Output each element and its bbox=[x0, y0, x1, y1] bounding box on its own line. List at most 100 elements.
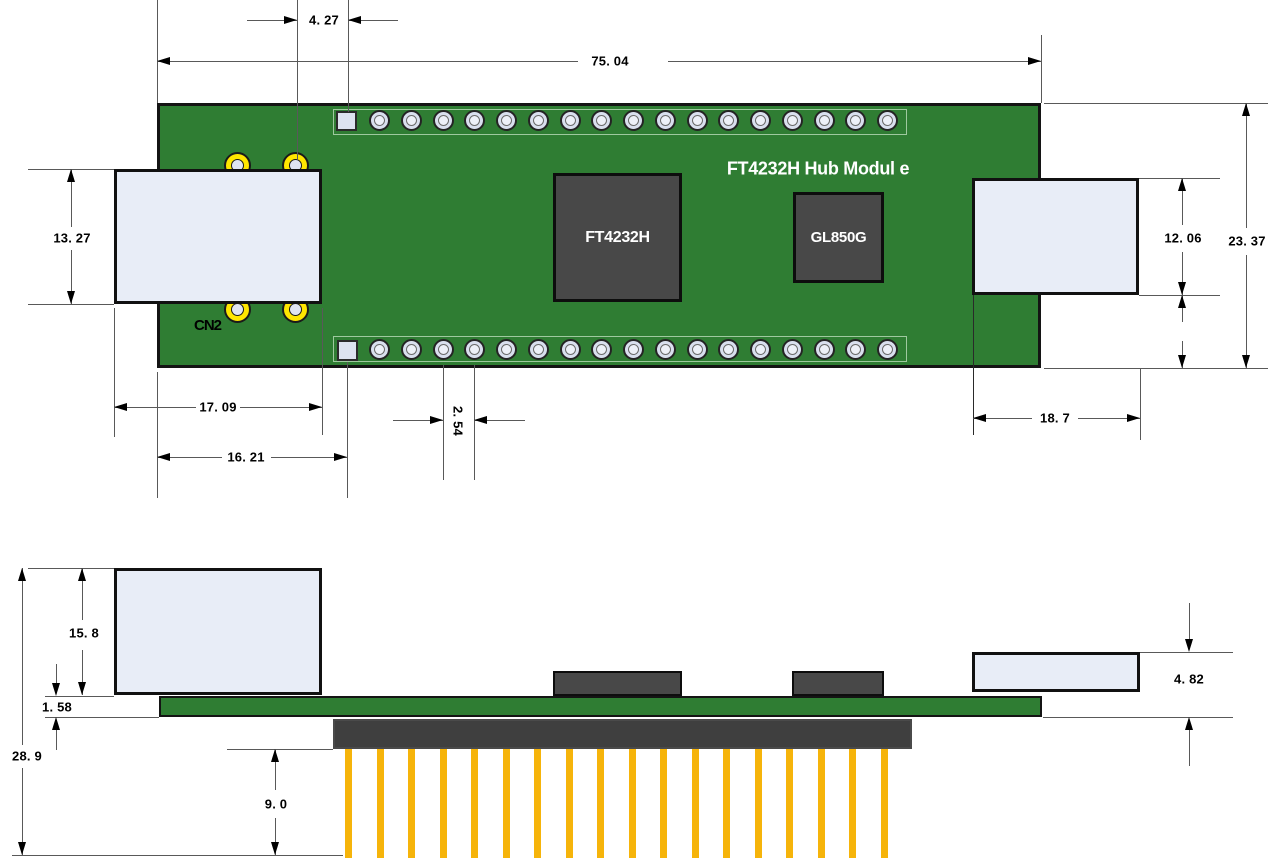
arrowhead bbox=[973, 414, 986, 422]
through-hole-pad bbox=[781, 110, 803, 131]
chip-ft4232h-label: FT4232H bbox=[585, 228, 650, 246]
dim-line bbox=[393, 420, 443, 421]
arrowhead bbox=[474, 416, 487, 424]
extension-line bbox=[348, 0, 349, 112]
pin1-square-pad-bottom bbox=[337, 340, 358, 361]
dim-line bbox=[114, 407, 196, 408]
arrowhead bbox=[18, 568, 26, 581]
through-hole-pad bbox=[559, 339, 581, 360]
dim-line bbox=[22, 568, 23, 745]
dim-pin1-offset: 4. 27 bbox=[309, 12, 339, 28]
through-hole-pad bbox=[750, 339, 771, 360]
through-hole-pad bbox=[527, 339, 549, 360]
extension-line bbox=[1140, 368, 1141, 440]
header-pin bbox=[597, 749, 604, 858]
arrowhead bbox=[18, 842, 26, 855]
pin-row-outline-bottom bbox=[333, 336, 907, 362]
arrowhead bbox=[52, 717, 60, 730]
extension-line bbox=[28, 568, 114, 569]
arrowhead bbox=[67, 291, 75, 304]
through-hole-pad bbox=[654, 110, 676, 131]
through-hole-pad bbox=[591, 339, 613, 360]
through-hole-pad bbox=[496, 110, 517, 131]
dim-left-connector-height: 13. 27 bbox=[53, 230, 91, 246]
dim-line bbox=[271, 457, 347, 458]
header-pin bbox=[502, 749, 510, 858]
dim-line bbox=[1078, 418, 1140, 419]
dim-line bbox=[275, 749, 276, 790]
dim-line bbox=[71, 169, 72, 227]
dim-line bbox=[56, 730, 57, 750]
through-hole-pad bbox=[718, 110, 740, 131]
through-hole-pad bbox=[623, 339, 644, 360]
arrowhead bbox=[348, 16, 361, 24]
dim-line bbox=[71, 250, 72, 304]
arrowhead bbox=[1185, 639, 1193, 652]
extension-line bbox=[1044, 368, 1268, 369]
arrowhead bbox=[1178, 282, 1186, 295]
extension-line bbox=[297, 0, 298, 160]
through-hole-pad bbox=[591, 110, 613, 131]
extension-line bbox=[28, 304, 114, 305]
header-pin bbox=[565, 749, 573, 858]
dim-board-height: 23. 37 bbox=[1228, 233, 1266, 249]
through-hole-pad bbox=[845, 339, 867, 360]
arrowhead bbox=[67, 169, 75, 182]
dim-line bbox=[1182, 295, 1183, 322]
dim-right-connector-side-height: 4. 82 bbox=[1174, 671, 1204, 687]
usb-connector-right-top-view bbox=[972, 178, 1139, 295]
dim-line bbox=[1182, 252, 1183, 295]
dim-edge-to-pin1: 16. 21 bbox=[227, 449, 265, 465]
header-pin bbox=[880, 749, 888, 858]
extension-line bbox=[322, 308, 323, 435]
arrowhead bbox=[1178, 178, 1186, 191]
through-hole-pad bbox=[369, 110, 390, 131]
dim-line bbox=[1182, 178, 1183, 225]
chip-ft4232h-side bbox=[553, 671, 682, 696]
arrowhead bbox=[334, 453, 347, 461]
through-hole-pad bbox=[845, 110, 867, 131]
through-hole-pad bbox=[400, 110, 422, 131]
arrowhead bbox=[1185, 717, 1193, 730]
dim-line bbox=[22, 768, 23, 855]
through-hole-pad bbox=[432, 110, 454, 131]
extension-line bbox=[227, 749, 333, 750]
extension-line bbox=[45, 696, 114, 697]
extension-line bbox=[157, 372, 158, 498]
through-hole-pad bbox=[877, 110, 898, 131]
through-hole-pad bbox=[527, 110, 549, 131]
header-pin bbox=[754, 749, 762, 858]
dim-left-connector-side-height: 15. 8 bbox=[69, 625, 99, 641]
pin-row-outline-top bbox=[333, 109, 907, 135]
arrowhead bbox=[157, 453, 170, 461]
arrowhead bbox=[1178, 295, 1186, 308]
extension-line bbox=[157, 0, 158, 103]
arrowhead bbox=[78, 682, 86, 695]
dim-overall-height: 28. 9 bbox=[12, 748, 42, 764]
extension-line bbox=[347, 362, 348, 498]
header-pin bbox=[376, 749, 384, 858]
usb-connector-left-top-view bbox=[114, 169, 322, 304]
through-hole-pad bbox=[654, 339, 676, 360]
extension-line bbox=[114, 308, 115, 437]
header-pin bbox=[345, 749, 352, 858]
through-hole-pad bbox=[686, 110, 708, 131]
dim-line bbox=[157, 457, 222, 458]
connector-ref-label: CN2 bbox=[194, 317, 222, 334]
header-pin bbox=[817, 749, 825, 858]
dim-line bbox=[668, 61, 1041, 62]
header-pin bbox=[786, 749, 793, 858]
dim-line bbox=[1189, 730, 1190, 766]
header-pin bbox=[849, 749, 856, 858]
header-pin bbox=[408, 749, 415, 858]
dim-pin-pitch: 2. 54 bbox=[450, 406, 466, 436]
arrowhead bbox=[157, 57, 170, 65]
dim-line bbox=[1182, 341, 1183, 368]
through-hole-pad bbox=[464, 339, 486, 360]
arrowhead bbox=[271, 842, 279, 855]
arrowhead bbox=[1242, 103, 1250, 116]
through-hole-pad bbox=[718, 339, 740, 360]
chip-gl850g: GL850G bbox=[793, 192, 884, 283]
extension-line bbox=[443, 365, 444, 480]
extension-line bbox=[973, 295, 974, 435]
